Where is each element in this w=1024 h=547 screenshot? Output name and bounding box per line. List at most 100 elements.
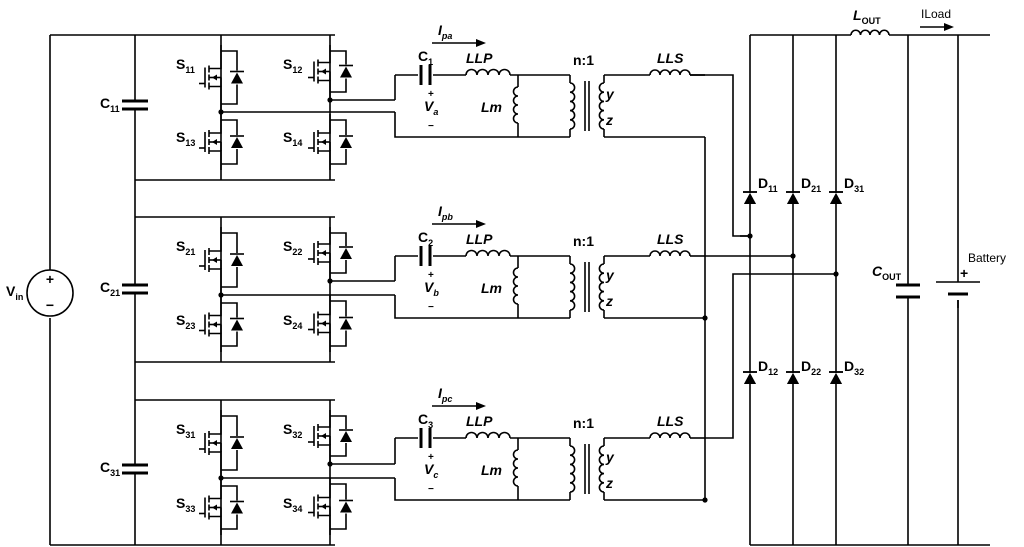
diode-label-sub: 11 [768, 184, 778, 194]
wire [705, 74, 750, 237]
dc-capacitor-label: C11 [100, 95, 120, 114]
volt-plus: + [428, 452, 434, 463]
diode-lower [829, 371, 843, 384]
tank-cap-label: C1 [418, 48, 433, 67]
drain [318, 410, 331, 428]
tank-volt-label: Vc [424, 461, 438, 480]
lls-label: LLS [657, 413, 684, 429]
switch-label-main: S [283, 421, 292, 437]
diode-triangle [830, 193, 842, 204]
diode-lead [330, 330, 347, 347]
diode-triangle [830, 373, 842, 384]
tank-current-label: Ipc [438, 385, 452, 404]
diode-lead [330, 415, 347, 429]
switch-label-sub: 33 [185, 504, 195, 514]
body-diode-triangle [340, 66, 352, 78]
body-arrow [212, 321, 217, 328]
diode-lead [330, 119, 347, 135]
resonant-inductor [465, 249, 511, 257]
ratio-label: n:1 [573, 233, 594, 249]
diode-lead [221, 415, 238, 436]
mosfet-upper-left [199, 45, 244, 110]
tank-cap-label-main: C [418, 229, 428, 245]
gap [131, 102, 139, 108]
switch-label-main: S [283, 312, 292, 328]
resonant-inductor [465, 68, 511, 76]
body-diode-triangle [231, 319, 243, 331]
mosfet-upper-right [308, 410, 353, 462]
body-arrow [321, 320, 326, 327]
ratio-label: n:1 [573, 52, 594, 68]
junction-dot [747, 233, 753, 239]
junction-dot [327, 97, 333, 103]
drain [318, 478, 331, 499]
body-arrow [212, 504, 217, 511]
lls-label: LLS [657, 231, 684, 247]
magnetizing-inductor [512, 86, 519, 124]
tank-cap-label-sub: 2 [428, 238, 433, 248]
tank-volt-label-main: V [424, 461, 435, 477]
diode-lead [221, 331, 238, 347]
body-arrow [212, 74, 217, 81]
diode-label: D31 [844, 175, 864, 194]
dc-capacitor-label: C21 [100, 279, 120, 298]
source-label-main: V [6, 283, 16, 299]
output-cap-label-main: C [872, 263, 883, 279]
gap [131, 466, 139, 472]
leakage-inductor [649, 250, 691, 257]
volt-minus: − [428, 484, 434, 495]
switch-label: S23 [176, 312, 195, 331]
diode-label: D11 [758, 175, 778, 194]
diode-label: D22 [801, 358, 821, 377]
diode-lead [221, 84, 238, 105]
junction-dot [327, 278, 333, 284]
switch-label-sub: 21 [185, 247, 195, 257]
diode-lead [221, 485, 238, 501]
diode-label-sub: 32 [854, 367, 864, 377]
current-arrow-head [476, 220, 486, 228]
switch-label-main: S [176, 238, 185, 254]
llp-label: LLP [466, 231, 493, 247]
body-arrow [321, 139, 326, 145]
diode-lead [330, 300, 347, 317]
switch-label: S12 [283, 56, 302, 75]
diode-upper [786, 191, 800, 204]
dc-capacitor-label-main: C [100, 279, 110, 295]
diode-label: D32 [844, 358, 864, 377]
load-arrow-head [944, 23, 954, 31]
volt-minus: − [428, 121, 434, 132]
source-plus: + [46, 271, 54, 287]
tank-volt-label: Vb [424, 279, 439, 298]
diode-label-main: D [758, 358, 768, 374]
tank-volt-label: Va [424, 98, 438, 117]
output-inductor-label-main: L [853, 7, 862, 23]
body-diode-triangle [340, 137, 352, 148]
dc-capacitor-label-sub: 21 [110, 288, 120, 298]
tank-volt-label-sub: c [433, 470, 438, 480]
dc-capacitor-label-sub: 11 [110, 104, 120, 114]
diode-label-sub: 31 [854, 184, 864, 194]
switch-label-sub: 32 [292, 430, 302, 440]
output-inductor-label: LOUT [853, 7, 881, 26]
diode-triangle [787, 193, 799, 204]
diode-triangle [787, 373, 799, 384]
leakage-inductor [649, 432, 691, 439]
dc-capacitor-label-sub: 31 [110, 468, 120, 478]
switch-label-sub: 11 [185, 65, 195, 75]
tank-volt-label-main: V [424, 279, 435, 295]
diode-lead [330, 149, 347, 165]
junction-dot [790, 253, 796, 259]
source [209, 515, 222, 535]
tank-volt-label-sub: b [433, 288, 439, 298]
switch-label-sub: 34 [292, 504, 302, 514]
diode-lead [221, 119, 238, 135]
diode-lead [330, 513, 347, 530]
body-arrow [321, 433, 326, 439]
junction-dot [218, 292, 224, 298]
tank-current-label-main: I [438, 385, 443, 401]
switch-label-sub: 12 [292, 65, 302, 75]
gap [131, 286, 139, 292]
diode-lead [330, 50, 347, 65]
